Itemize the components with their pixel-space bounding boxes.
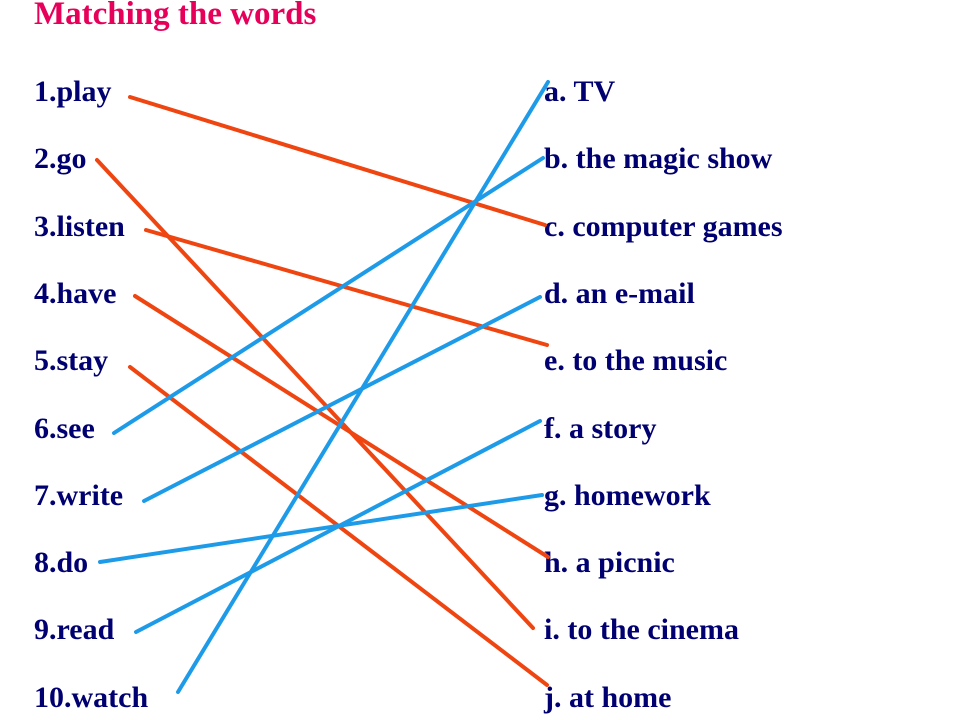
- right-phrase-h: h. a picnic: [544, 546, 675, 580]
- left-word-7: 7.write: [34, 478, 124, 512]
- match-line-4-h: [133, 294, 550, 559]
- left-word-10: 10.watch: [34, 680, 149, 714]
- left-word-2: 2.go: [34, 142, 87, 176]
- match-line-10-a: [176, 80, 550, 694]
- left-word-6: 6.see: [34, 411, 95, 445]
- left-word-9: 9.read: [34, 613, 115, 647]
- left-word-3: 3.listen: [34, 209, 125, 243]
- match-line-6-b: [112, 156, 545, 435]
- right-phrase-g: g. homework: [544, 478, 711, 512]
- match-line-3-e: [144, 228, 549, 347]
- left-word-4: 4.have: [34, 276, 117, 310]
- right-phrase-f: f. a story: [544, 411, 657, 445]
- match-line-8-g: [98, 493, 544, 564]
- page-title: Matching the words: [34, 0, 317, 32]
- left-word-8: 8.do: [34, 546, 89, 580]
- right-phrase-i: i. to the cinema: [544, 613, 739, 647]
- match-line-9-f: [134, 419, 542, 634]
- right-phrase-d: d. an e-mail: [544, 276, 695, 310]
- match-line-1-c: [128, 95, 547, 227]
- right-phrase-c: c. computer games: [544, 209, 783, 243]
- right-phrase-e: e. to the music: [544, 344, 728, 378]
- left-word-1: 1.play: [34, 75, 112, 108]
- right-phrase-a: a. TV: [544, 75, 616, 108]
- left-word-5: 5.stay: [34, 344, 109, 378]
- match-line-7-d: [142, 295, 542, 503]
- right-phrase-j: j. at home: [544, 680, 672, 714]
- right-phrase-b: b. the magic show: [544, 142, 773, 176]
